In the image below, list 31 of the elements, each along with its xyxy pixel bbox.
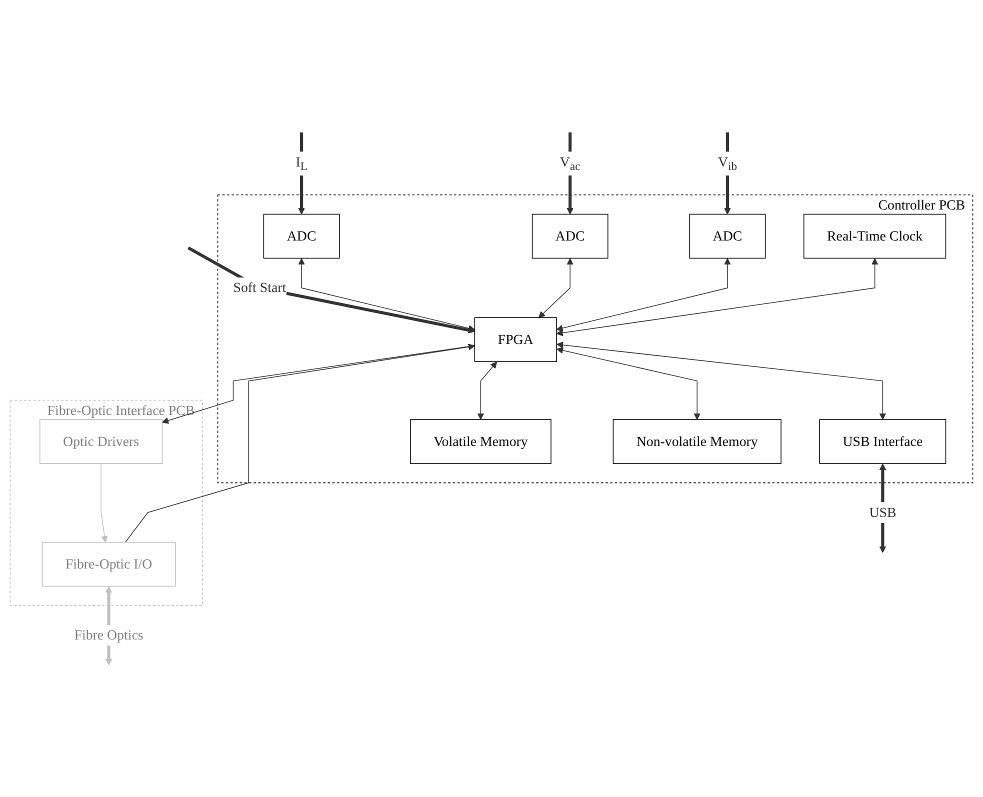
node-box — [410, 419, 552, 464]
arrow — [556, 258, 731, 332]
arrow — [125, 343, 475, 542]
arrow — [298, 132, 305, 214]
edge-label: I$_{L}$ — [296, 154, 308, 173]
node-box — [819, 419, 946, 464]
arrow — [556, 341, 886, 420]
arrow — [566, 132, 574, 214]
arrow — [477, 361, 498, 420]
node-box — [263, 214, 340, 258]
arrow — [538, 258, 574, 318]
cluster — [217, 194, 974, 484]
edge-label: Fibre Optics — [74, 626, 144, 642]
edge-label: V$_{ib}$ — [718, 154, 737, 173]
edge-label: V$_{ac}$ — [560, 154, 580, 173]
node-box — [42, 542, 176, 586]
node-box — [612, 419, 782, 464]
node-box — [474, 317, 557, 362]
cluster — [10, 400, 203, 606]
edge-label: Soft Start — [233, 280, 286, 296]
node-box — [804, 214, 946, 258]
arrow — [187, 246, 475, 334]
arrow — [298, 258, 475, 332]
arrow — [724, 132, 731, 214]
arrow — [100, 462, 108, 542]
node-box — [689, 214, 766, 258]
node-box — [532, 214, 608, 258]
edge-label: USB — [869, 504, 896, 520]
node-box — [40, 419, 163, 464]
arrow — [556, 346, 700, 420]
arrow — [556, 258, 878, 336]
